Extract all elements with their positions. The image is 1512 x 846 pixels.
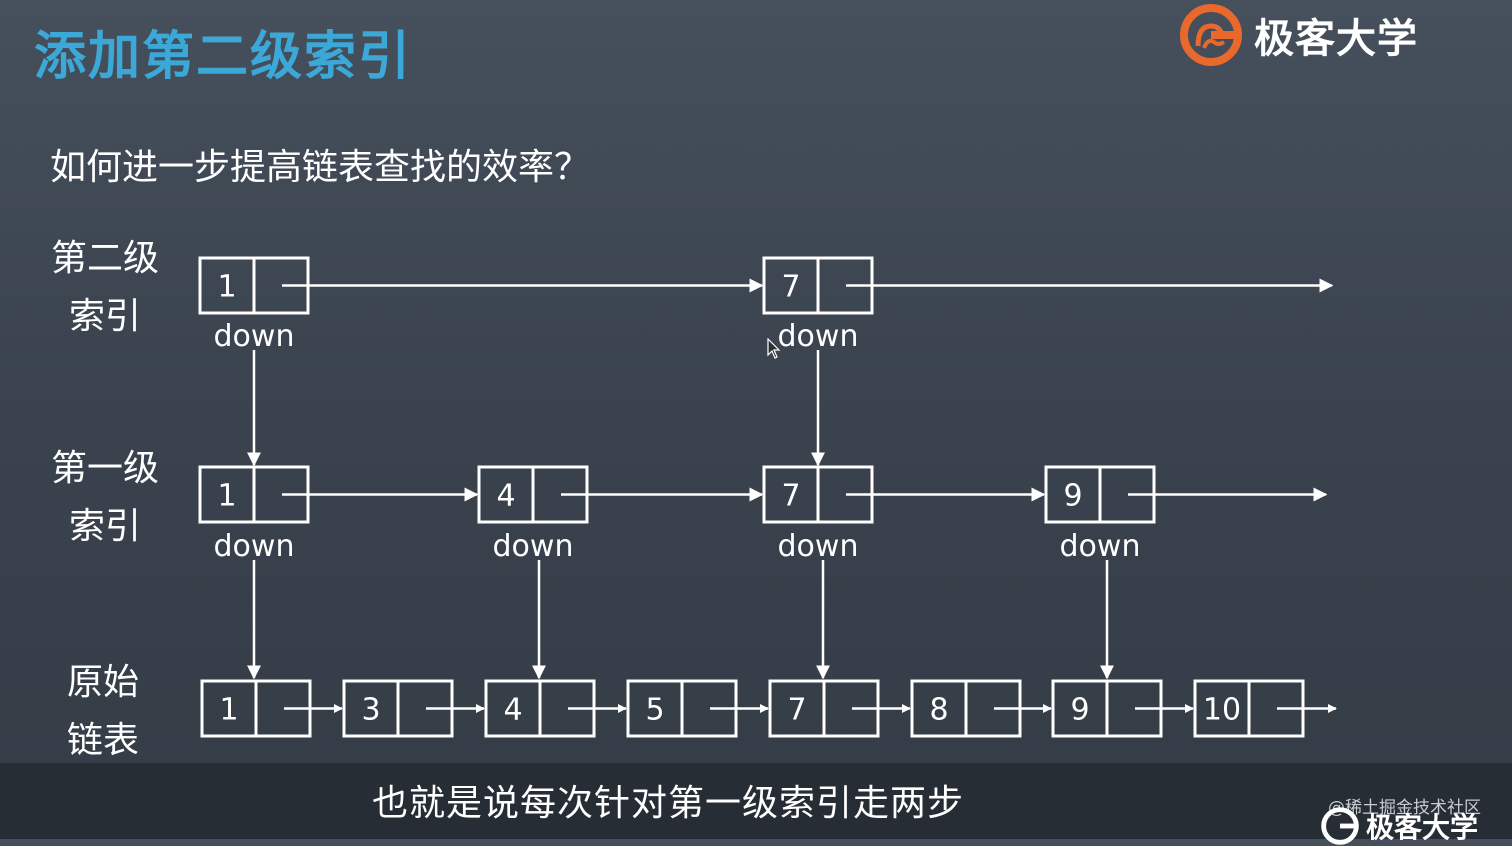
level1-label-line2: 索引 (68, 506, 141, 547)
level2-down-label-7: down (778, 319, 859, 354)
level2-label-line1: 第二级 (50, 238, 159, 279)
question-text: 如何进一步提高链表查找的效率？ (50, 147, 591, 188)
base-node-8-value: 8 (929, 693, 948, 728)
level1-down-label-9: down (1060, 529, 1141, 564)
video-subtitle: 也就是说每次针对第一级索引走两步 (372, 783, 965, 824)
base-node-4-value: 4 (503, 693, 522, 728)
level1-label: 第一级 索引 (40, 440, 170, 556)
base-node-1: 1 (200, 679, 312, 738)
watermark-logo-text: 极客大学 (1366, 811, 1479, 844)
level1-down-label-7: down (778, 529, 859, 564)
watermark-text: @稀土掘金技术社区 (1328, 798, 1481, 818)
level2-node-1-value: 1 (217, 270, 236, 305)
level1-node-1-value: 1 (217, 479, 236, 514)
slide-title: 添加第二级索引 (34, 27, 413, 87)
level1-down-label-4: down (493, 529, 574, 564)
geek-university-logo-icon (1180, 4, 1242, 66)
base-node-9-value: 9 (1070, 693, 1089, 728)
base-node-5-value: 5 (645, 693, 664, 728)
level2-node-7: 7 (762, 256, 874, 315)
base-node-1-value: 1 (219, 693, 238, 728)
level1-node-4-value: 4 (496, 479, 515, 514)
watermark-logo: 极客大学 (1320, 806, 1478, 846)
subtitle-bar (0, 763, 1512, 839)
brand-logo-text: 极客大学 (1254, 16, 1418, 62)
nodes-layer: 1 down 7 down 1 down 4 down 7 down 9 down 1 3 4 5 7 8 9 10 (198, 256, 1305, 738)
level1-node-9-value: 9 (1063, 479, 1082, 514)
base-list-label-line2: 链表 (66, 720, 139, 761)
base-list-label: 原始 链表 (38, 654, 168, 770)
level2-label: 第二级 索引 (40, 230, 170, 346)
watermark-logo-icon (1321, 807, 1359, 845)
level2-node-7-value: 7 (781, 270, 800, 305)
base-list-label-line1: 原始 (66, 662, 139, 703)
level2-down-label-1: down (214, 319, 295, 354)
level1-label-line1: 第一级 (50, 448, 159, 489)
links-layer (247, 278, 1337, 713)
brand-logo: 极客大学 (1178, 0, 1418, 70)
base-node-3-value: 3 (361, 693, 380, 728)
level1-down-label-1: down (214, 529, 295, 564)
level1-node-7-value: 7 (781, 479, 800, 514)
base-node-7-value: 7 (787, 693, 806, 728)
mouse-cursor-icon (767, 338, 781, 359)
base-node-10-value: 10 (1203, 693, 1241, 728)
level2-label-line2: 索引 (68, 296, 141, 337)
